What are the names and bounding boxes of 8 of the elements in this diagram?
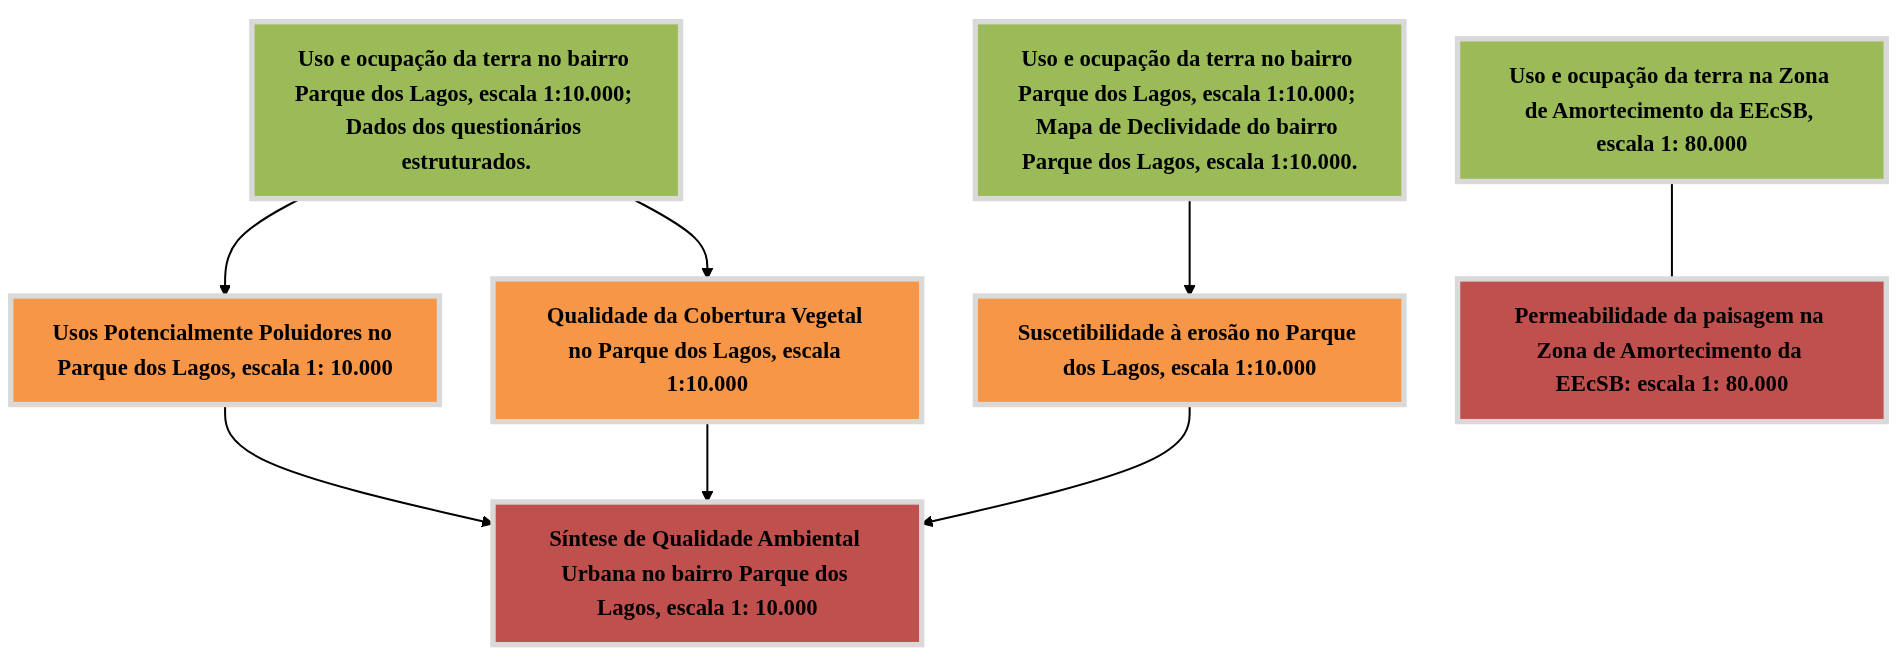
node-box: Usos Potencialmente Poluidores no Parque dos Lagos, escala 1: 10.000 bbox=[8, 293, 443, 408]
node-box: Suscetibilidade à erosão no Parque dos Lagos, escala 1:10.000 bbox=[972, 293, 1407, 408]
node-box: Permeabilidade da paisagem na Zona de Amortecimento da EEcSB: escala 1: 80.000 bbox=[1454, 276, 1889, 425]
node-box: Uso e ocupação da terra no bairro Parque dos Lagos, escala 1:10.000; Dados dos questionários estruturados. bbox=[249, 19, 684, 202]
node-box: Uso e ocupação da terra no bairro Parque dos Lagos, escala 1:10.000; Mapa de Declividade do bairro Parque dos Lagos, escala 1:10.000. bbox=[972, 19, 1407, 202]
node-box: Uso e ocupação da terra na Zona de Amortecimento da EEcSB, escala 1: 80.000 bbox=[1454, 36, 1889, 185]
node-box: Qualidade da Cobertura Vegetal no Parque dos Lagos, escala 1:10.000 bbox=[490, 276, 925, 425]
node-box: Síntese de Qualidade Ambiental Urbana no bairro Parque dos Lagos, escala 1: 10.000 bbox=[490, 499, 925, 648]
